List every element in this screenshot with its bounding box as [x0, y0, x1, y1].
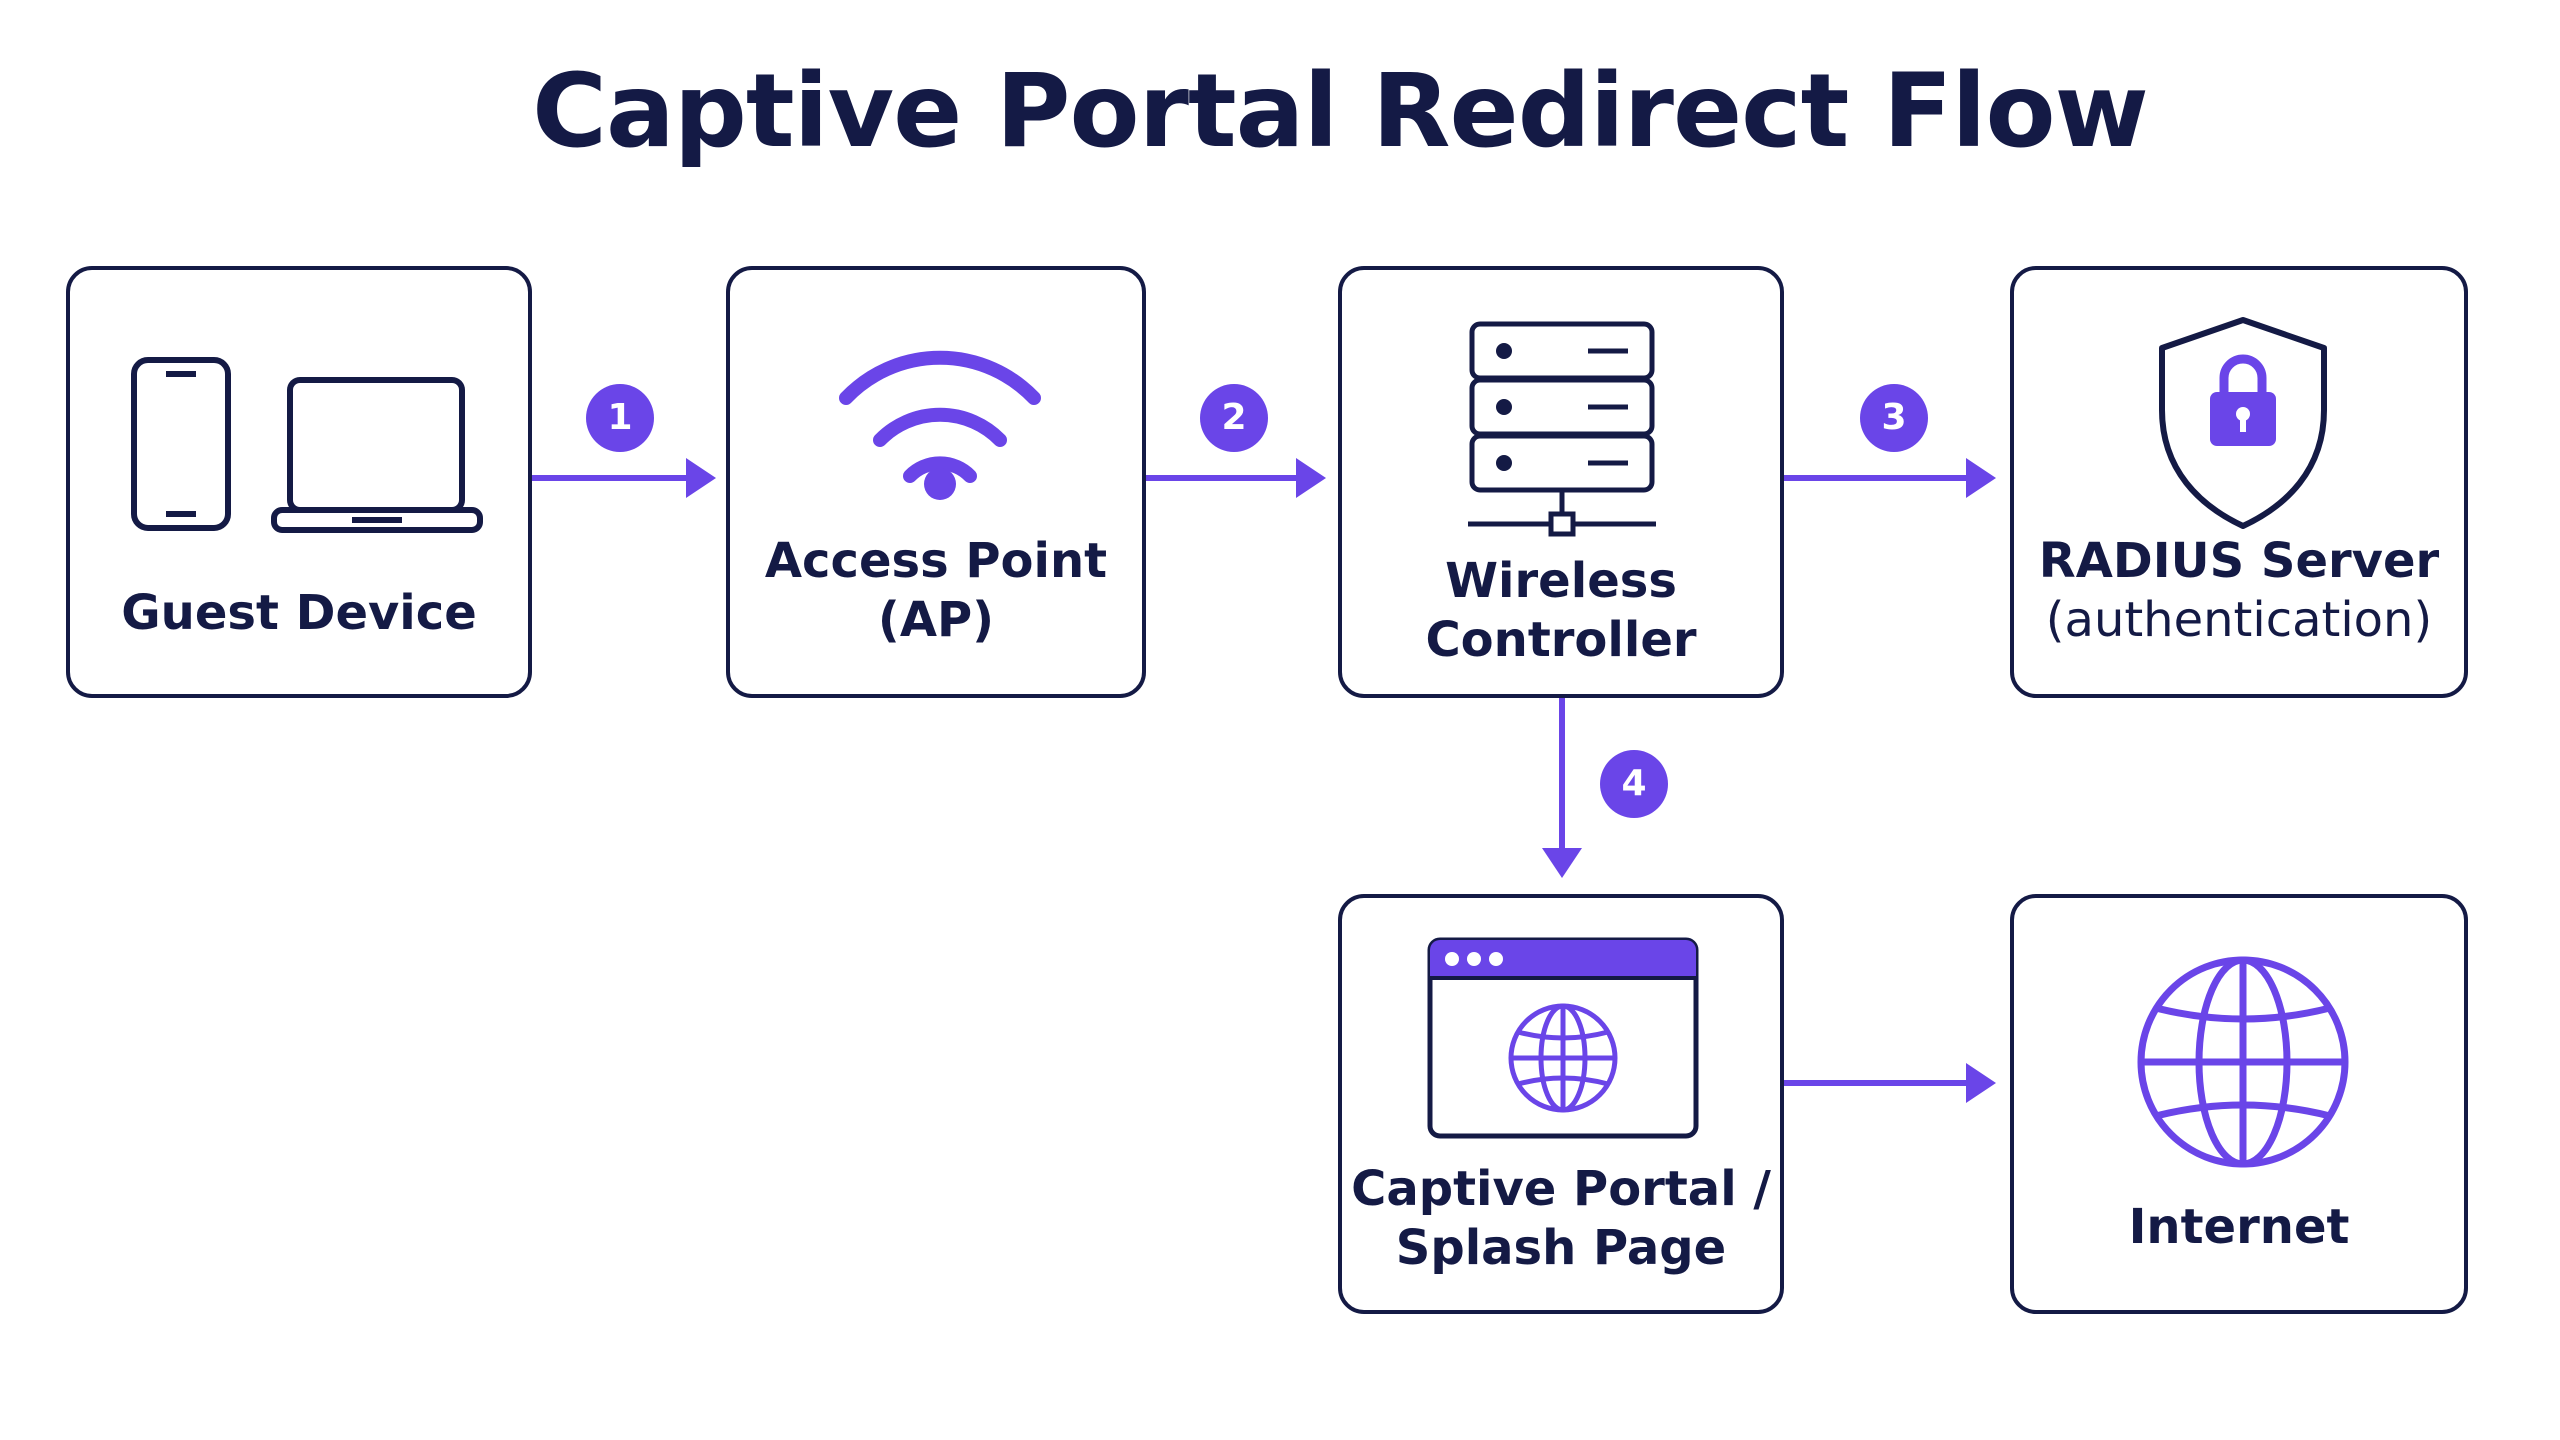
arrow-2-head — [1296, 458, 1326, 498]
radius-server-label-line1: RADIUS Server — [2038, 533, 2440, 589]
captive-portal-label-line1: Captive Portal / — [1351, 1161, 1771, 1217]
node-guest-device: Guest Device — [66, 266, 532, 698]
smartphone-icon — [131, 357, 231, 531]
server-rack-icon — [1468, 321, 1656, 537]
device-icons — [131, 357, 483, 533]
access-point-label-line2: (AP) — [877, 591, 995, 648]
wifi-icon — [839, 350, 1041, 500]
wireless-controller-label-line2: Controller — [1425, 611, 1697, 668]
captive-portal-label-line2: Splash Page — [1395, 1219, 1727, 1276]
diagram-title: Captive Portal Redirect Flow — [532, 52, 2149, 171]
access-point-label: Access Point (AP) — [730, 532, 1142, 649]
arrow-4-head — [1542, 848, 1582, 878]
guest-device-label: Guest Device — [121, 585, 477, 641]
arrow-1-head — [686, 458, 716, 498]
node-access-point: Access Point (AP) — [726, 266, 1146, 698]
step-badge-2: 2 — [1200, 384, 1268, 452]
arrow-3-head — [1966, 458, 1996, 498]
laptop-icon — [271, 377, 483, 533]
node-radius-server: RADIUS Server (authentication) — [2010, 266, 2468, 698]
shield-lock-icon — [2159, 317, 2327, 529]
wireless-controller-label-line1: Wireless — [1445, 553, 1677, 609]
step-badge-1: 1 — [586, 384, 654, 452]
captive-portal-label: Captive Portal / Splash Page — [1342, 1160, 1780, 1277]
radius-server-label-line2: (authentication) — [2045, 591, 2433, 648]
arrow-5-head — [1966, 1063, 1996, 1103]
radius-server-label: RADIUS Server (authentication) — [2014, 532, 2464, 649]
wireless-controller-label: Wireless Controller — [1342, 552, 1780, 669]
node-captive-portal: Captive Portal / Splash Page — [1338, 894, 1784, 1314]
browser-globe-icon — [1427, 937, 1699, 1139]
globe-icon — [2137, 956, 2349, 1168]
internet-label: Internet — [2128, 1199, 2350, 1255]
access-point-label-line1: Access Point — [764, 533, 1108, 589]
step-badge-4: 4 — [1600, 750, 1668, 818]
node-internet: Internet — [2010, 894, 2468, 1314]
step-badge-3: 3 — [1860, 384, 1928, 452]
node-wireless-controller: Wireless Controller — [1338, 266, 1784, 698]
